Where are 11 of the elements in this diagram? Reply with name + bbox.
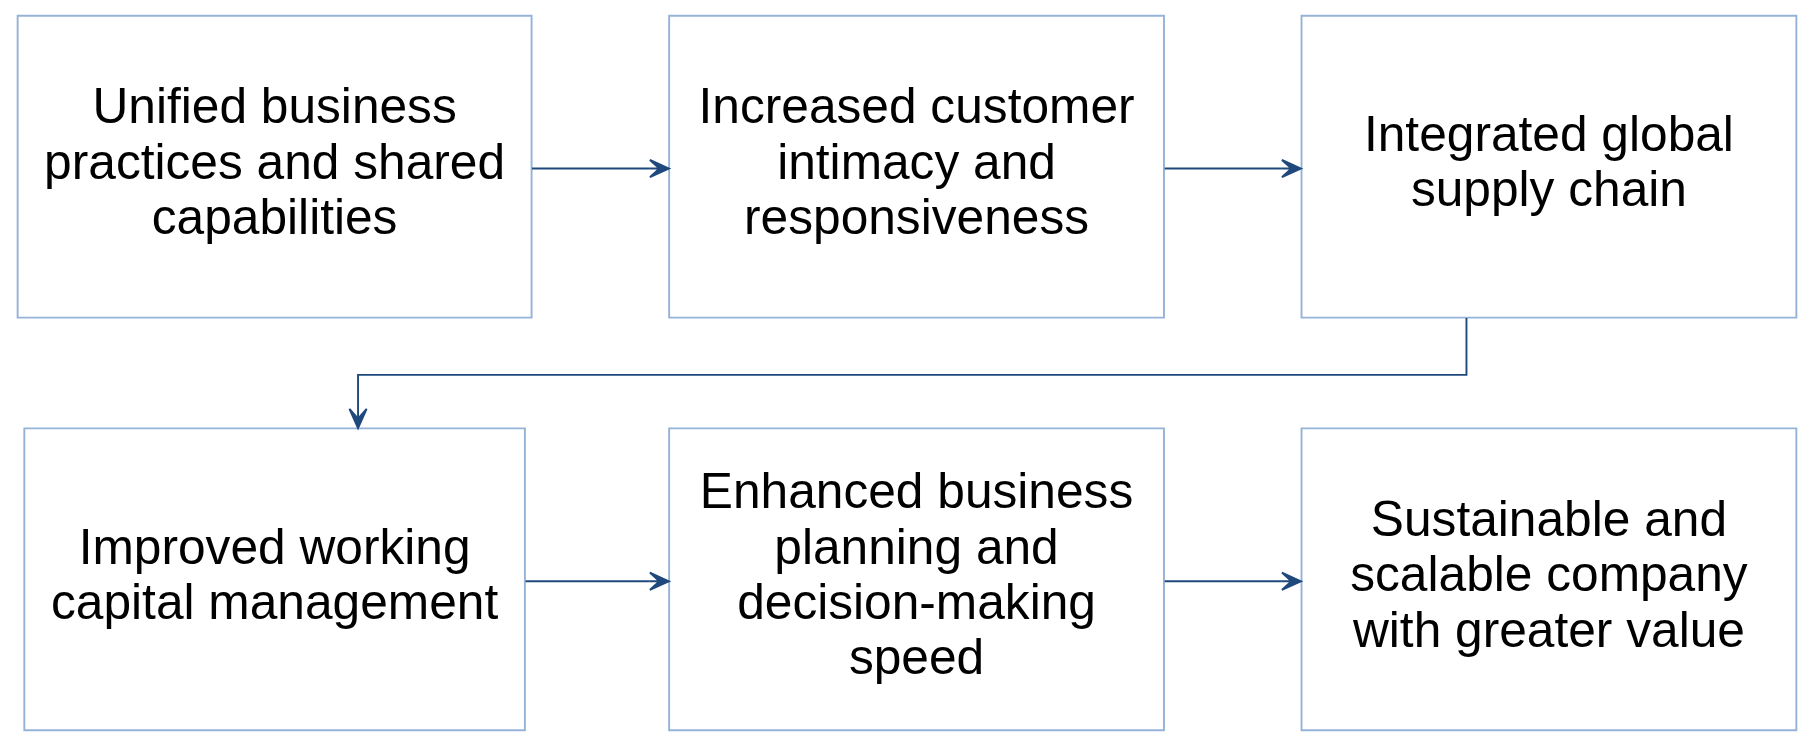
arrow <box>1163 571 1302 591</box>
node-box: Enhanced business planning and decision-making speed <box>668 427 1165 732</box>
arrow <box>531 159 670 179</box>
node-box: Improved working capital management <box>23 427 526 732</box>
node-box: Sustainable and scalable company with greater value <box>1300 427 1798 732</box>
arrow <box>1163 159 1302 179</box>
node-box: Unified business practices and shared capabilities <box>16 14 533 319</box>
arrow <box>524 571 670 591</box>
node-box: Increased customer intimacy and responsiveness <box>668 14 1165 319</box>
node-box: Integrated global supply chain <box>1300 14 1798 319</box>
arrow <box>348 317 1468 430</box>
